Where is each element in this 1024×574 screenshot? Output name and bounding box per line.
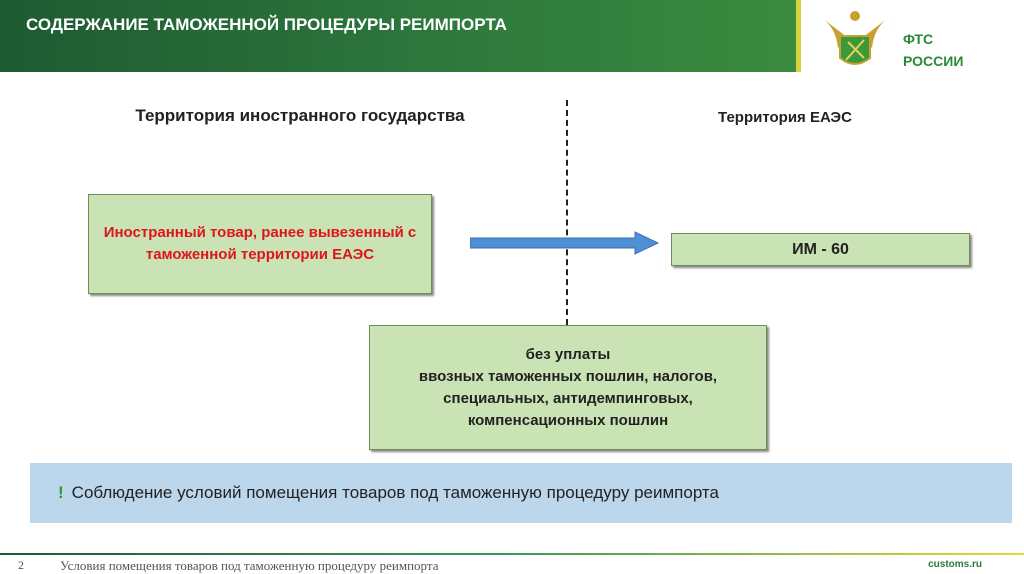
eaeu-territory-heading: Территория ЕАЭС xyxy=(718,109,852,126)
goods-box: Иностранный товар, ранее вывезенный с та… xyxy=(88,194,432,294)
emblem-logo xyxy=(822,11,888,65)
conditions-box: без уплаты ввозных таможенных пошлин, на… xyxy=(369,325,767,450)
header-stripe xyxy=(796,0,801,72)
arrow-right-icon xyxy=(470,231,660,255)
procedure-code-box: ИМ - 60 xyxy=(671,233,970,266)
footer-site-link[interactable]: customs.ru xyxy=(928,559,982,570)
page-title: СОДЕРЖАНИЕ ТАМОЖЕННОЙ ПРОЦЕДУРЫ РЕИМПОРТ… xyxy=(26,15,507,34)
page-number: 2 xyxy=(18,558,24,572)
border-line xyxy=(566,100,568,325)
header-bar xyxy=(0,0,796,72)
conditions-line: без уплаты xyxy=(525,345,611,363)
note-banner: ! Соблюдение условий помещения товаров по… xyxy=(30,463,1012,523)
footer-text: Условия помещения товаров под таможенную… xyxy=(60,558,439,573)
foreign-territory-heading: Территория иностранного государства xyxy=(135,106,465,125)
footer-line xyxy=(0,553,1024,555)
note-text: Соблюдение условий помещения товаров под… xyxy=(71,483,719,502)
conditions-text: ввозных таможенных пошлин, налогов, спец… xyxy=(418,367,718,429)
exclamation-mark: ! xyxy=(58,483,64,502)
